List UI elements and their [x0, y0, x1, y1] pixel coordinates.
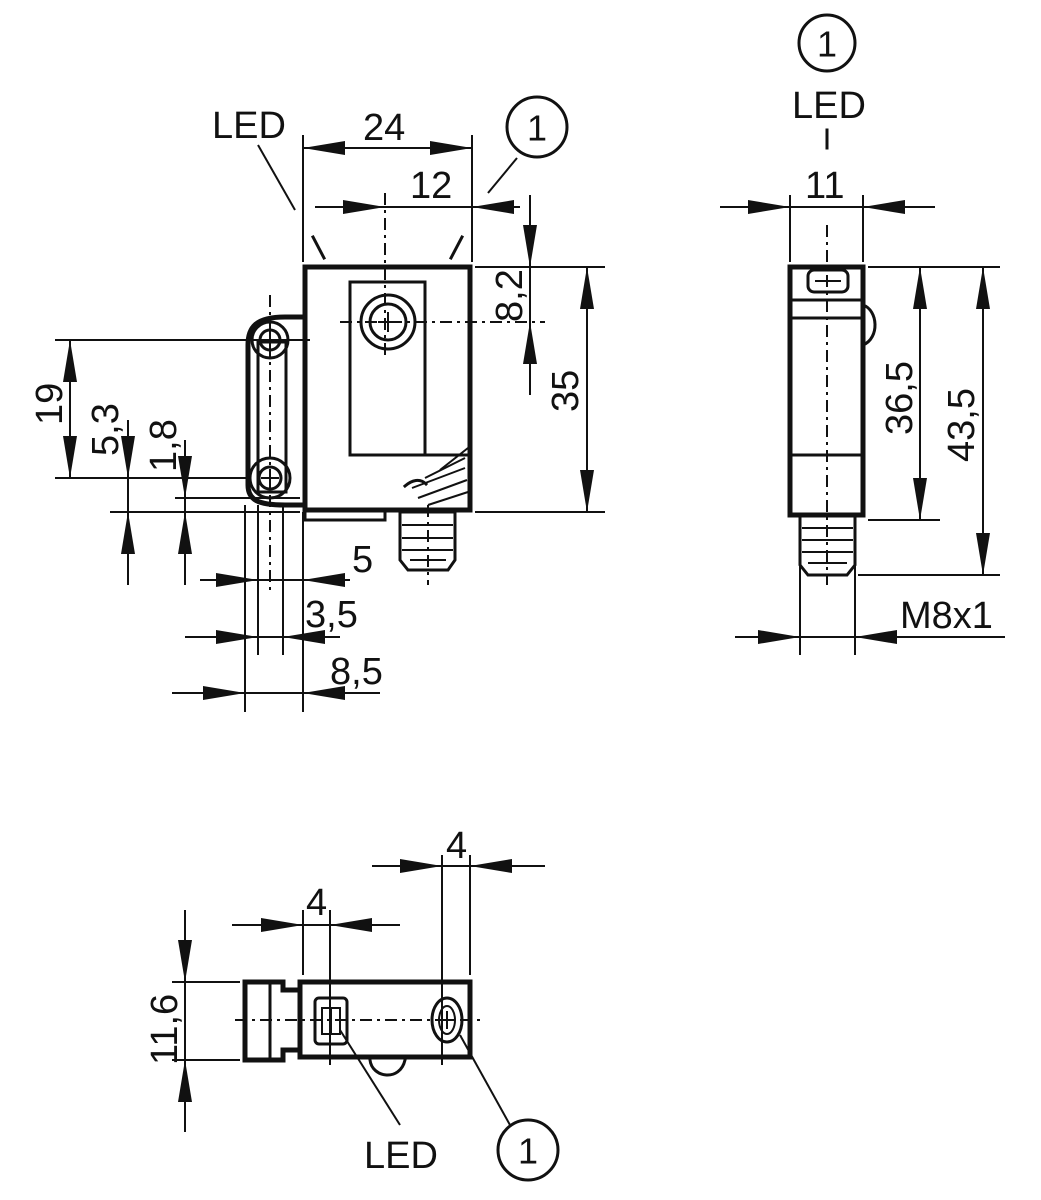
dim-3-5: 3,5 [305, 594, 358, 636]
side-callout-number: 1 [817, 24, 837, 65]
bottom-view [172, 855, 560, 1182]
side-callout-circle [797, 13, 857, 73]
dim-11: 11 [805, 165, 844, 207]
side-view [720, 13, 1005, 655]
bottom-callout-circle [496, 1118, 560, 1182]
thread-m8x1: M8x1 [900, 595, 993, 637]
dim-8-2: 8,2 [489, 269, 531, 322]
dim-35: 35 [545, 370, 587, 412]
dim-5: 5 [352, 539, 373, 581]
dim-36-5: 36,5 [879, 361, 921, 435]
front-callout-number: 1 [527, 108, 547, 149]
dim-11-6: 11,6 [144, 994, 186, 1065]
front-led-label: LED [212, 105, 286, 147]
dim-1-8: 1,8 [143, 419, 185, 472]
front-callout-circle [505, 95, 569, 159]
dim-4-left: 4 [306, 882, 327, 924]
dim-12: 12 [410, 165, 452, 207]
dim-19: 19 [29, 383, 71, 425]
side-led-label: LED [792, 85, 866, 127]
bottom-led-label: LED [364, 1135, 438, 1177]
dim-5-3: 5,3 [85, 403, 127, 456]
dim-43-5: 43,5 [941, 388, 983, 462]
bottom-callout-number: 1 [518, 1131, 538, 1172]
front-window [348, 280, 427, 457]
dim-24: 24 [363, 107, 405, 149]
front-view [55, 95, 605, 712]
dim-8-5: 8,5 [330, 651, 383, 693]
front-connector [398, 505, 457, 585]
dim-4-right: 4 [446, 825, 467, 867]
